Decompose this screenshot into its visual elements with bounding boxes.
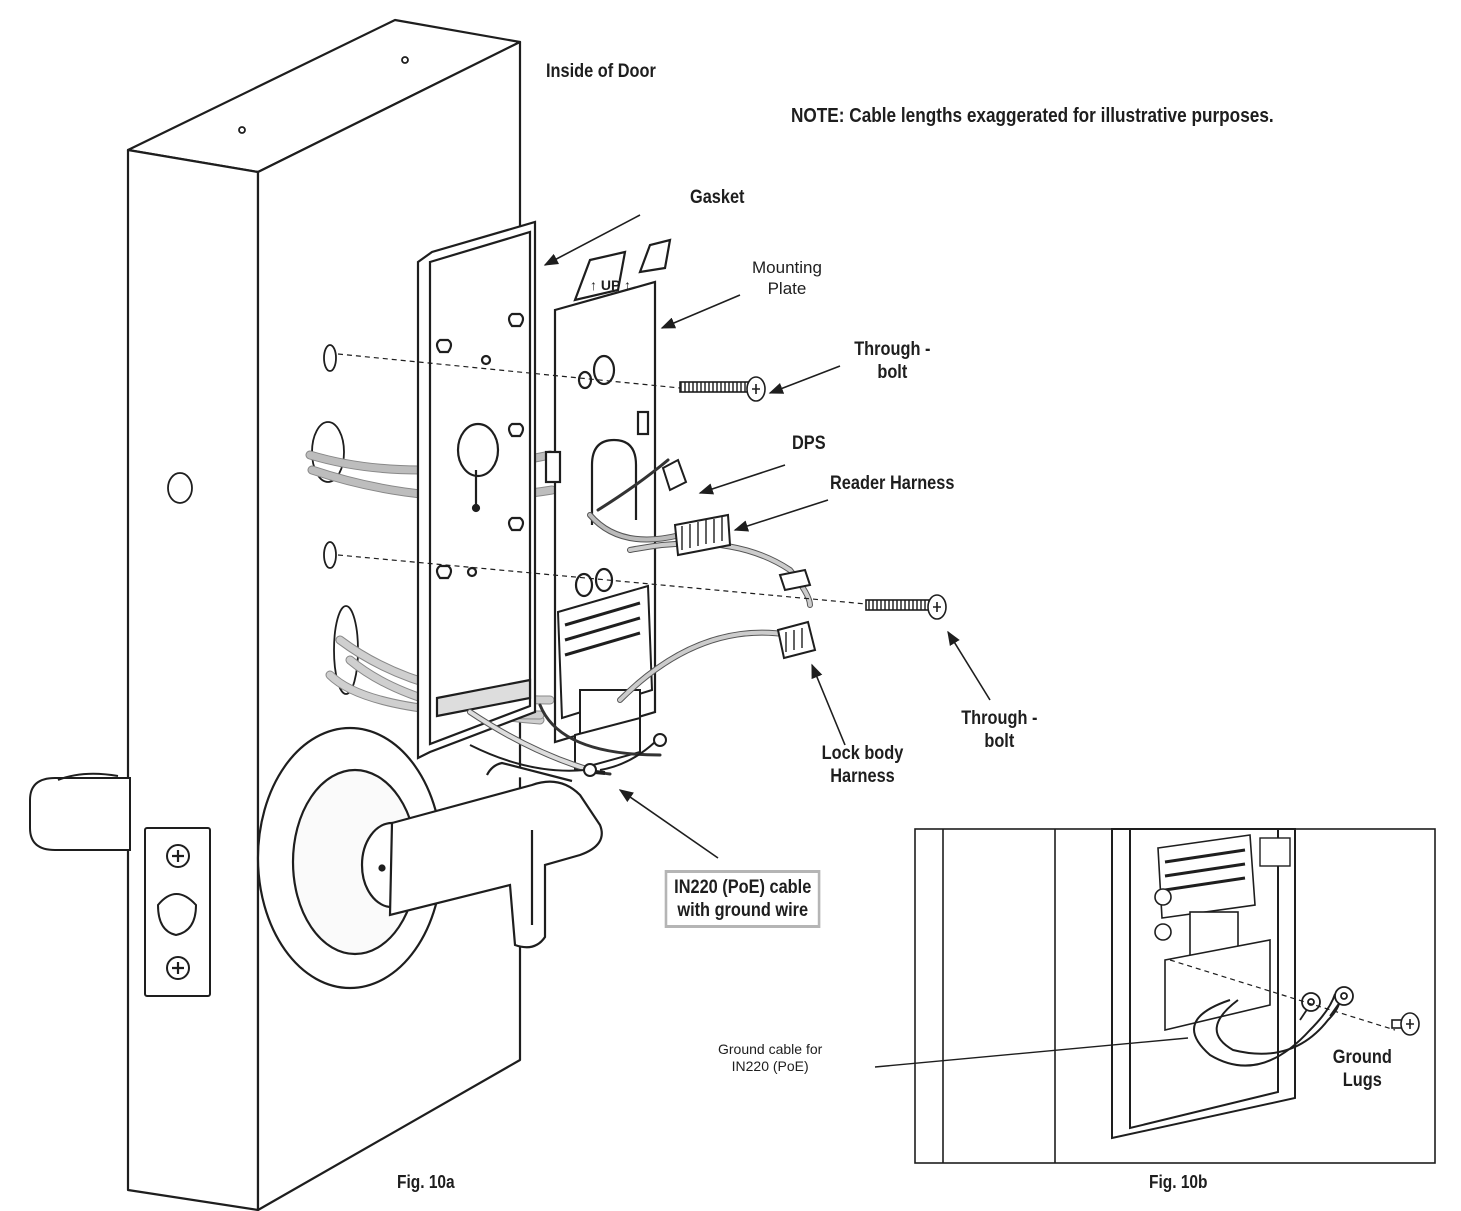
gasket-leader <box>543 214 641 266</box>
through-bolt-bottom-label: Through - bolt <box>961 708 1038 752</box>
plate-up-marking: ↑ UP ↑ <box>590 277 631 293</box>
ground-lug-top <box>653 733 667 747</box>
outside-lever <box>29 772 131 851</box>
door-details <box>167 56 409 695</box>
dps-connector <box>661 458 688 492</box>
note-label: NOTE: Cable lengths exaggerated for illu… <box>791 105 1274 127</box>
mounting-plate-label: Mounting Plate <box>752 258 822 298</box>
reader-harness-label: Reader Harness <box>830 473 955 494</box>
poe-cable-leader <box>618 789 719 859</box>
reader-harness-connector <box>673 513 732 557</box>
leader-lines <box>543 214 991 859</box>
dps-leader <box>698 464 786 495</box>
door-edge-hole <box>167 472 193 504</box>
gasket <box>416 220 537 760</box>
inline-connector <box>778 568 812 592</box>
door-edge-face <box>126 148 260 1211</box>
mounting-plate-leader <box>660 294 741 329</box>
fig-10b-inset <box>874 828 1436 1164</box>
faceplate <box>144 827 211 997</box>
fig-10b-caption: Fig. 10b <box>1149 1172 1208 1192</box>
ground-lug-cable <box>583 763 597 777</box>
gasket-studs <box>435 312 525 580</box>
alignment-lines <box>337 353 867 605</box>
through-bolt-bottom <box>865 594 947 620</box>
lock-body-harness-connector <box>776 620 817 660</box>
ground-wires <box>469 733 667 777</box>
through-bolt-top-label: Through - bolt <box>854 339 931 383</box>
ground-cable-label: Ground cable for IN220 (PoE) <box>718 1041 823 1074</box>
inside-of-door-label: Inside of Door <box>546 61 656 82</box>
through-bolt-bottom-leader <box>947 630 991 701</box>
reader-harness-leader <box>733 499 829 532</box>
ground-cable-leader <box>874 1037 1189 1068</box>
ground-lugs-label: Ground Lugs <box>1332 1047 1392 1091</box>
connector-block <box>556 584 654 772</box>
through-bolt-top <box>679 376 766 402</box>
through-bolt-top-leader <box>768 365 841 394</box>
poe-cable-label: IN220 (PoE) cable with ground wire <box>664 870 821 928</box>
dps-label: DPS <box>792 433 826 454</box>
gasket-label: Gasket <box>690 187 745 208</box>
fig-10a-caption: Fig. 10a <box>397 1172 455 1192</box>
lock-body-harness-label: Lock body Harness <box>821 743 904 787</box>
inside-lever <box>256 726 603 990</box>
lock-body-harness-leader <box>811 663 846 746</box>
